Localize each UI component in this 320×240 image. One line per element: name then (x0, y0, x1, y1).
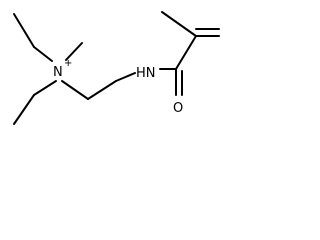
amide-nh-label: HN (136, 66, 156, 81)
quaternary-nitrogen-label: N (53, 65, 63, 80)
carbonyl-oxygen-label: O (173, 101, 183, 116)
bond-nitrogen-methyl (65, 42, 83, 61)
bond-nitrogen-to-linker (61, 80, 89, 100)
bond-alkene-methyl (161, 11, 197, 37)
bond-upper-ethyl-to-nitrogen (33, 46, 53, 62)
bond-carbonyl-to-alkene-carbon (175, 35, 197, 70)
bond-nitrogen-to-lower-ethyl (33, 80, 57, 96)
bond-upper-ethyl-terminal (13, 13, 35, 48)
bond-linker-ch2-ch2 (87, 80, 117, 100)
chemical-structure-diagram: N + HN O (13, 11, 220, 125)
positive-charge-label: + (64, 58, 72, 69)
bond-linker-to-amide-nitrogen (115, 72, 136, 82)
bond-lower-ethyl-terminal (13, 94, 35, 125)
